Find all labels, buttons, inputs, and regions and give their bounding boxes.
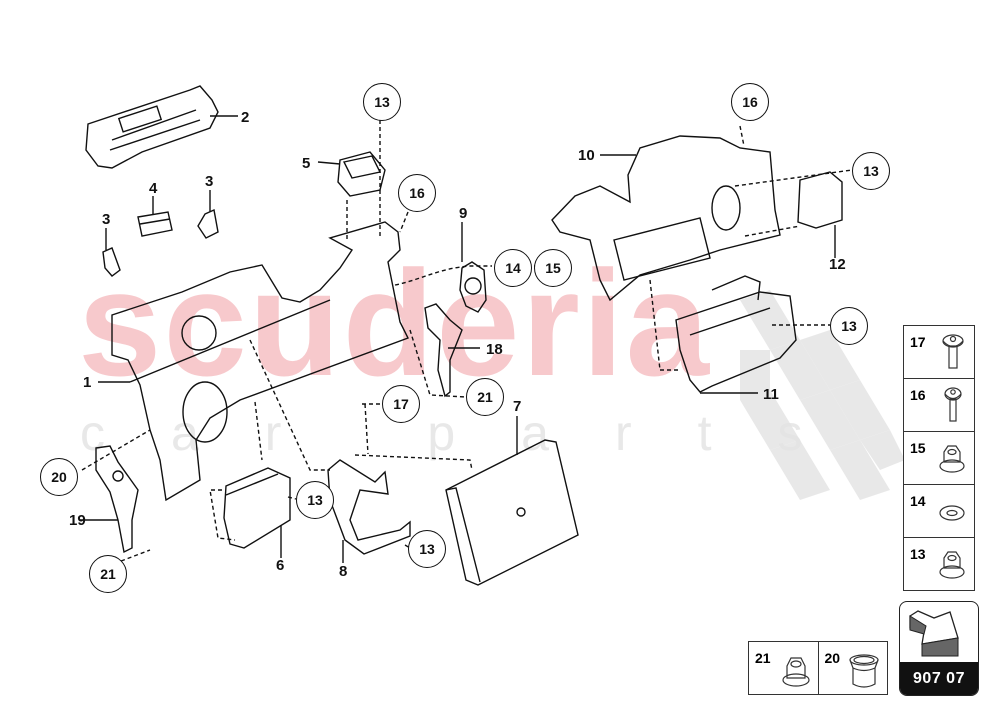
grommet-sleeve-icon [849, 654, 879, 688]
callout-13[interactable]: 13 [363, 83, 401, 121]
legend-number: 21 [755, 650, 771, 666]
legend-item-17[interactable]: 17 [904, 326, 974, 379]
part-3-clip-b [102, 247, 121, 277]
part-label-1[interactable]: 1 [83, 374, 92, 391]
part-label-7[interactable]: 7 [513, 398, 522, 415]
flange-nut-icon [939, 551, 965, 579]
part-11-ecu [675, 275, 797, 393]
legend-number: 16 [910, 387, 926, 403]
legend-number: 17 [910, 334, 926, 350]
screw-flanged-icon [944, 387, 962, 422]
part-19-bracket [95, 445, 139, 554]
legend-item-16[interactable]: 16 [904, 379, 974, 432]
hardware-legend-bottom: 21 20 [748, 641, 888, 695]
hardware-legend: 17 16 15 14 13 [903, 325, 975, 591]
callout-13[interactable]: 13 [830, 307, 868, 345]
part-12-module [797, 171, 843, 258]
legend-item-20[interactable]: 20 [819, 642, 888, 694]
legend-item-13[interactable]: 13 [904, 538, 974, 590]
part-label-5[interactable]: 5 [302, 155, 311, 172]
legend-item-21[interactable]: 21 [749, 642, 819, 694]
part-6-module [223, 467, 291, 549]
callout-17[interactable]: 17 [382, 385, 420, 423]
part-label-3[interactable]: 3 [205, 173, 214, 190]
group-code: 907 07 [900, 662, 978, 695]
part-9-sounder [459, 261, 487, 313]
part-label-8[interactable]: 8 [339, 563, 348, 580]
flange-nut-icon [939, 445, 965, 473]
part-label-19[interactable]: 19 [69, 512, 86, 529]
part-2-module [85, 85, 219, 169]
part-3-clip-a [197, 208, 219, 239]
callout-13[interactable]: 13 [296, 481, 334, 519]
callout-21[interactable]: 21 [89, 555, 127, 593]
watermark-main: scuderia [78, 239, 711, 407]
part-5-relay [337, 151, 386, 197]
washer-icon [939, 505, 965, 521]
part-label-11[interactable]: 11 [763, 386, 779, 403]
part-18-bracket [424, 303, 463, 398]
callout-15[interactable]: 15 [534, 249, 572, 287]
part-label-4[interactable]: 4 [149, 180, 158, 197]
callout-20[interactable]: 20 [40, 458, 78, 496]
callout-13[interactable]: 13 [408, 530, 446, 568]
screw-flanged-long-icon [942, 334, 964, 369]
part-label-2[interactable]: 2 [241, 109, 250, 126]
flange-nut-icon [781, 657, 810, 687]
callout-16[interactable]: 16 [731, 83, 769, 121]
part-label-18[interactable]: 18 [486, 341, 503, 358]
part-7-control-unit [445, 439, 579, 586]
callout-21[interactable]: 21 [466, 378, 504, 416]
part-8-bracket [327, 459, 411, 555]
callout-13[interactable]: 13 [852, 152, 890, 190]
part-label-3[interactable]: 3 [102, 211, 111, 228]
legend-item-15[interactable]: 15 [904, 432, 974, 485]
callout-16[interactable]: 16 [398, 174, 436, 212]
legend-number: 20 [824, 650, 841, 666]
callout-14[interactable]: 14 [494, 249, 532, 287]
part-1-bracket [111, 221, 409, 502]
part-label-10[interactable]: 10 [578, 147, 595, 164]
part-4-connector [137, 211, 173, 237]
part-label-9[interactable]: 9 [459, 205, 468, 222]
part-label-12[interactable]: 12 [829, 256, 846, 273]
legend-number: 13 [910, 546, 926, 562]
legend-number: 15 [910, 440, 926, 456]
legend-item-14[interactable]: 14 [904, 485, 974, 538]
legend-number: 14 [910, 493, 926, 509]
group-code-badge: 907 07 [899, 601, 979, 696]
part-label-6[interactable]: 6 [276, 557, 285, 574]
arrow-direction-icon [909, 610, 959, 657]
